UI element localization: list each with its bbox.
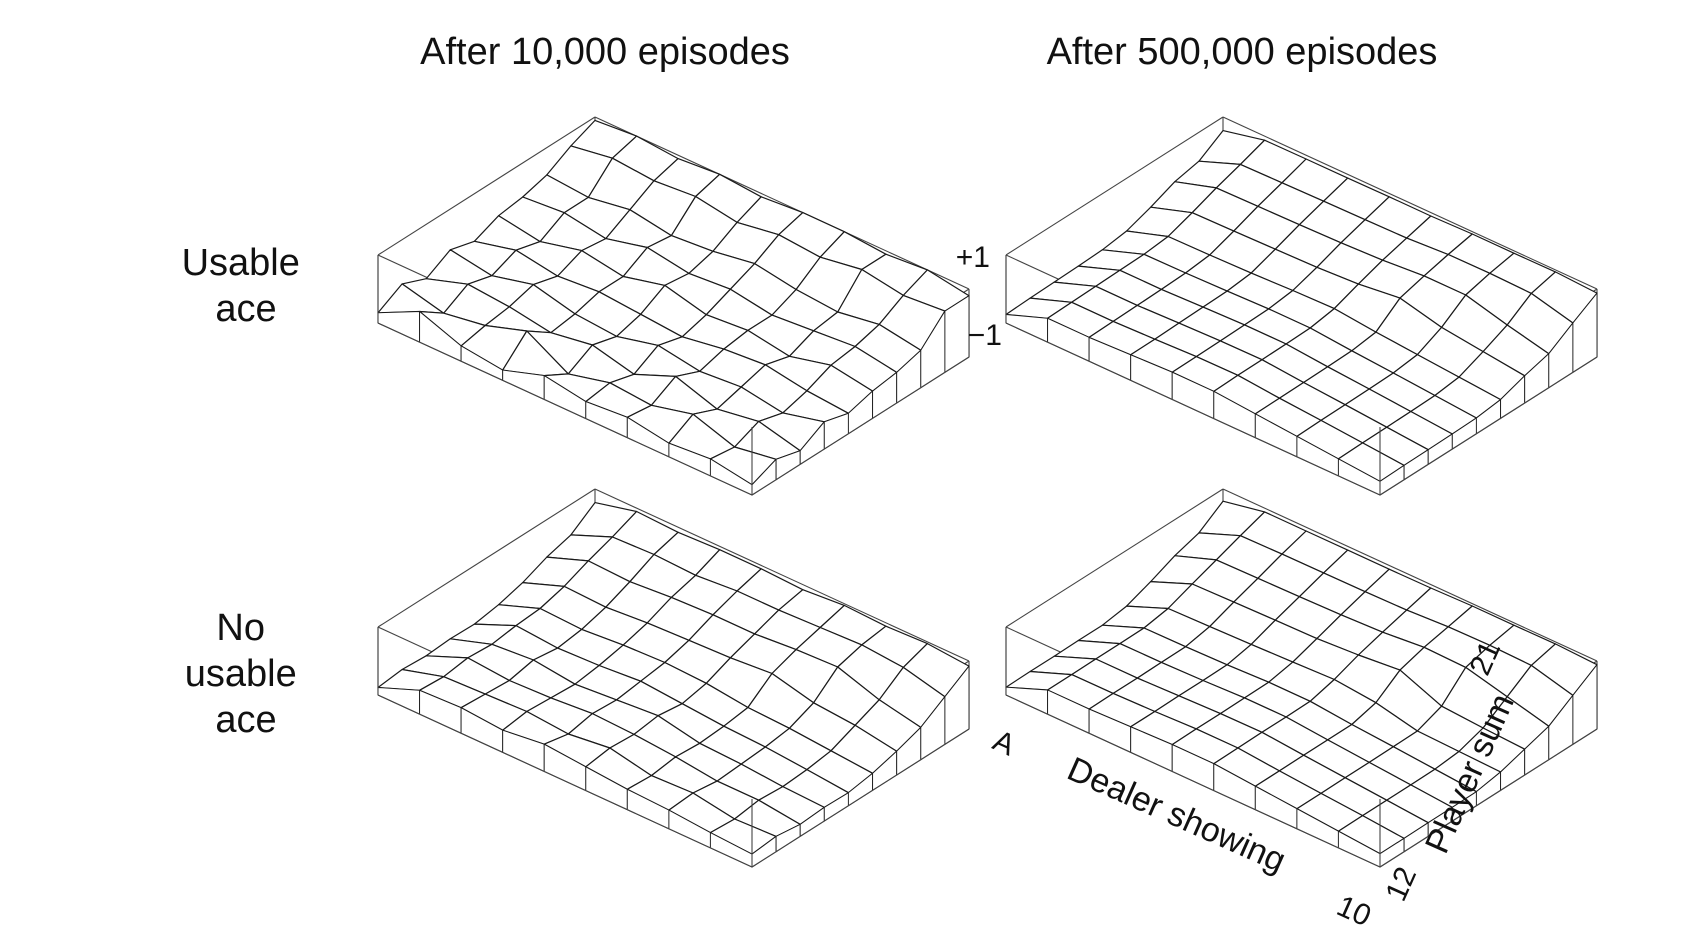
box-edge [594,488,970,662]
row-label-line: usable [185,653,297,695]
column-title-10000: After 10,000 episodes [420,31,790,73]
row-label-line: ace [215,288,276,330]
row-label-line: Usable [182,242,300,284]
row-label-no-usable-ace: No usable ace [185,607,308,741]
z-tick-plus-one: +1 [956,241,990,274]
y-tick-twelve: 12 [1379,862,1423,906]
row-label-usable-ace: Usable ace [182,242,311,330]
row-label-line: No [216,607,265,649]
box-edge [1005,488,1224,628]
row-label-line: ace [215,699,276,741]
column-title-500000: After 500,000 episodes [1047,31,1438,73]
box-edge-front [377,694,753,868]
box-edge [1222,488,1598,662]
box-edge-front [1005,694,1381,868]
box-edge-front [751,728,970,868]
surface-panel-usable-ace-10000 [377,116,970,496]
surface-skirt [1005,686,1049,715]
x-tick-ace: A [988,724,1020,762]
box-edge [594,116,970,290]
surface-panel-no-usable-ace-10000 [377,488,970,868]
box-edge-front [1379,356,1598,496]
surface-skirt [377,687,421,715]
z-tick-minus-one: −1 [968,319,1002,352]
box-edge [1222,116,1598,290]
surface-skirt [377,311,421,343]
box-edge-front [751,356,970,496]
x-tick-ten: 10 [1332,889,1376,933]
box-edge [377,116,596,256]
box-edge-front [377,322,753,496]
surface-panel-usable-ace-500000 [1005,116,1598,496]
surface-skirt [502,369,545,400]
surface-skirt [1005,314,1049,343]
box-edge-front [1379,728,1598,868]
box-edge [1005,116,1224,256]
surface-panel-no-usable-ace-500000 [1005,488,1598,868]
box-edge [377,488,596,628]
box-edge-front [1005,322,1381,496]
